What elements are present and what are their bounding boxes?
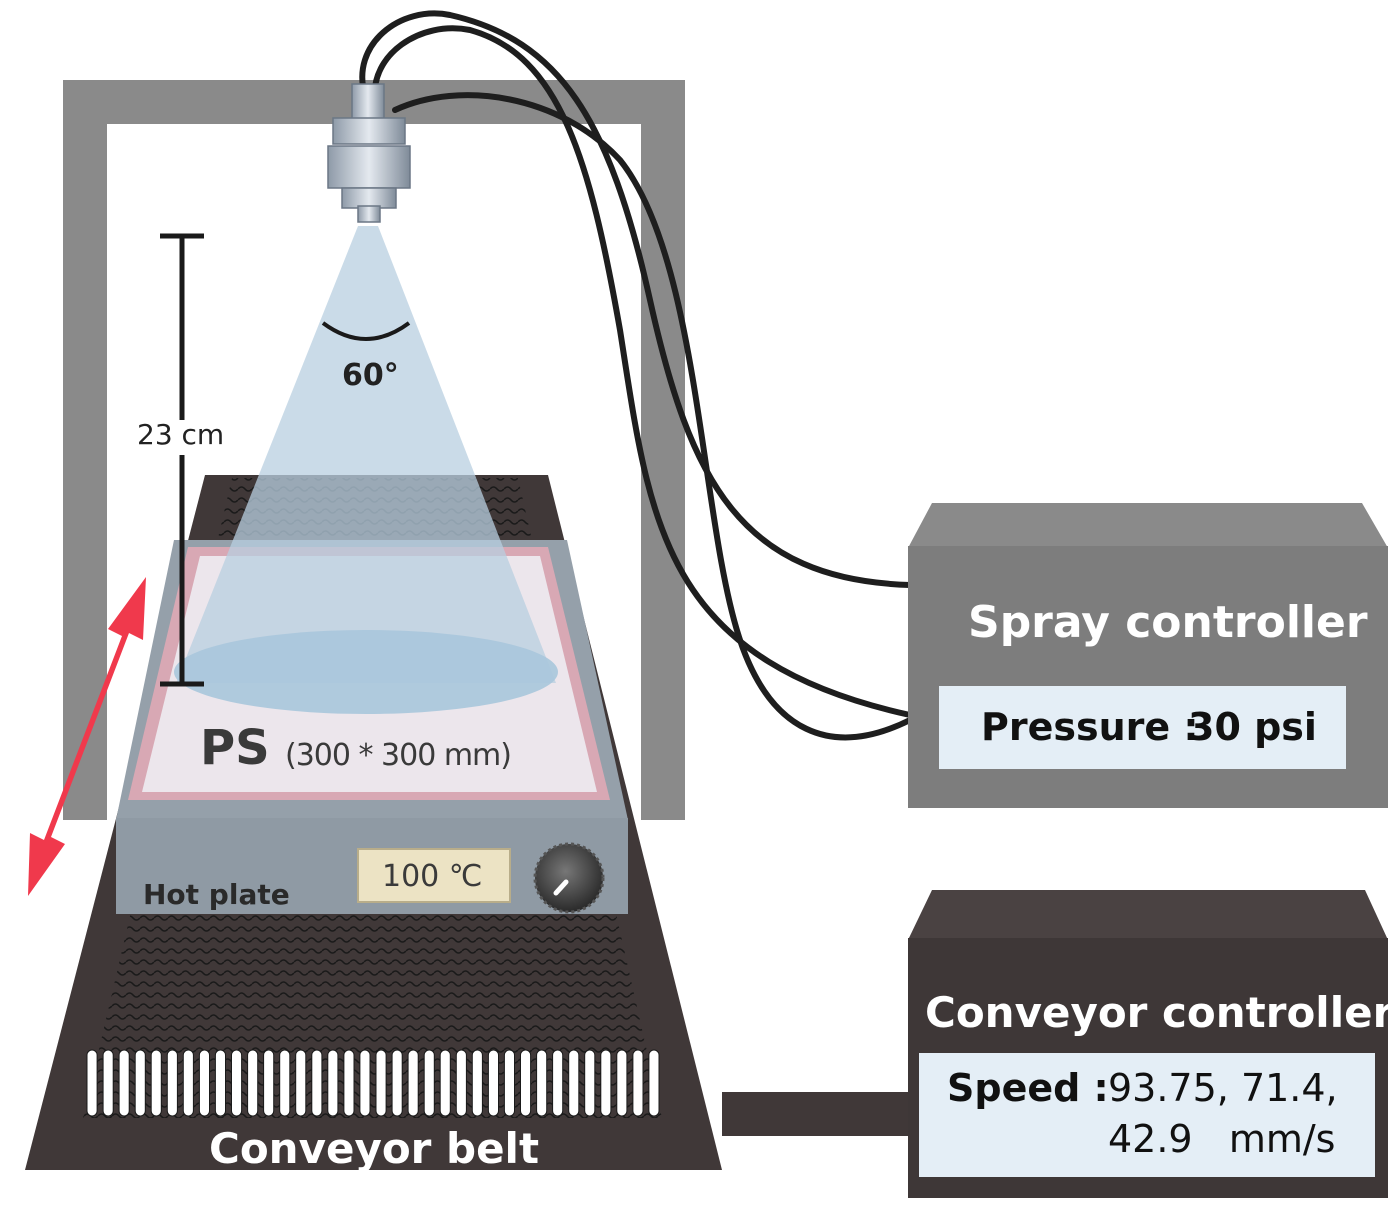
belt-tooth <box>503 1049 515 1117</box>
distance-label: 23 cm <box>137 418 225 451</box>
belt-tooth <box>616 1049 628 1117</box>
pressure-readout <box>939 686 1346 769</box>
pressure-label: Pressure : <box>981 705 1199 749</box>
belt-tooth <box>568 1049 580 1117</box>
belt-tooth <box>311 1049 323 1117</box>
belt-tooth <box>247 1049 259 1117</box>
belt-tooth <box>407 1049 419 1117</box>
belt-tooth <box>471 1049 483 1117</box>
spray-controller <box>908 503 1388 808</box>
conveyor-controller-title: Conveyor controller <box>925 988 1394 1037</box>
nozzle-icon <box>327 83 411 223</box>
belt-tooth <box>600 1049 612 1117</box>
belt-tooth <box>279 1049 291 1117</box>
belt-tooth <box>102 1049 114 1117</box>
conveyor-controller <box>908 890 1388 1198</box>
belt-tooth <box>487 1049 499 1117</box>
belt-tooth <box>648 1049 660 1117</box>
speed-values-line2: 42.9 mm/s <box>1108 1117 1336 1161</box>
belt-tooth <box>375 1049 387 1117</box>
belt-tooth <box>327 1049 339 1117</box>
belt-tooth <box>423 1049 435 1117</box>
belt-tooth <box>536 1049 548 1117</box>
speed-readout <box>919 1053 1375 1177</box>
distance-measure <box>160 233 204 687</box>
belt-tooth <box>584 1049 596 1117</box>
belt-tooth <box>166 1049 178 1117</box>
ps-substrate-name: PS <box>200 720 270 776</box>
ps-substrate-size: (300 * 300 mm) <box>285 738 512 773</box>
belt-tooth <box>455 1049 467 1117</box>
belt-tooth <box>552 1049 564 1117</box>
speed-values-line1: 93.75, 71.4, <box>1108 1066 1338 1110</box>
belt-tooth <box>150 1049 162 1117</box>
belt-teeth <box>86 1049 660 1117</box>
conveyor-cable <box>722 1092 912 1136</box>
pressure-value: 30 psi <box>1188 705 1317 749</box>
movement-arrow-icon <box>28 577 146 896</box>
belt-tooth <box>520 1049 532 1117</box>
belt-tooth <box>118 1049 130 1117</box>
belt-tooth <box>359 1049 371 1117</box>
belt-tooth <box>134 1049 146 1117</box>
belt-tooth <box>182 1049 194 1117</box>
belt-tooth <box>295 1049 307 1117</box>
spray-controller-title: Spray controller <box>968 597 1368 648</box>
hot-plate-temperature: 100 ℃ <box>382 859 483 894</box>
cables <box>359 10 913 741</box>
belt-tooth <box>391 1049 403 1117</box>
knob-icon <box>533 842 605 914</box>
belt-tooth <box>198 1049 210 1117</box>
conveyor-belt-label: Conveyor belt <box>209 1124 540 1173</box>
spray-angle-label: 60° <box>342 358 399 393</box>
belt-tooth <box>263 1049 275 1117</box>
belt-tooth <box>439 1049 451 1117</box>
belt-tooth <box>214 1049 226 1117</box>
speed-label: Speed : <box>947 1066 1109 1110</box>
belt-tooth <box>231 1049 243 1117</box>
hot-plate-display <box>357 848 511 903</box>
hot-plate-label: Hot plate <box>143 878 290 911</box>
belt-tooth <box>343 1049 355 1117</box>
belt-tooth <box>86 1049 98 1117</box>
belt-tooth <box>632 1049 644 1117</box>
spray-cone <box>174 226 558 714</box>
